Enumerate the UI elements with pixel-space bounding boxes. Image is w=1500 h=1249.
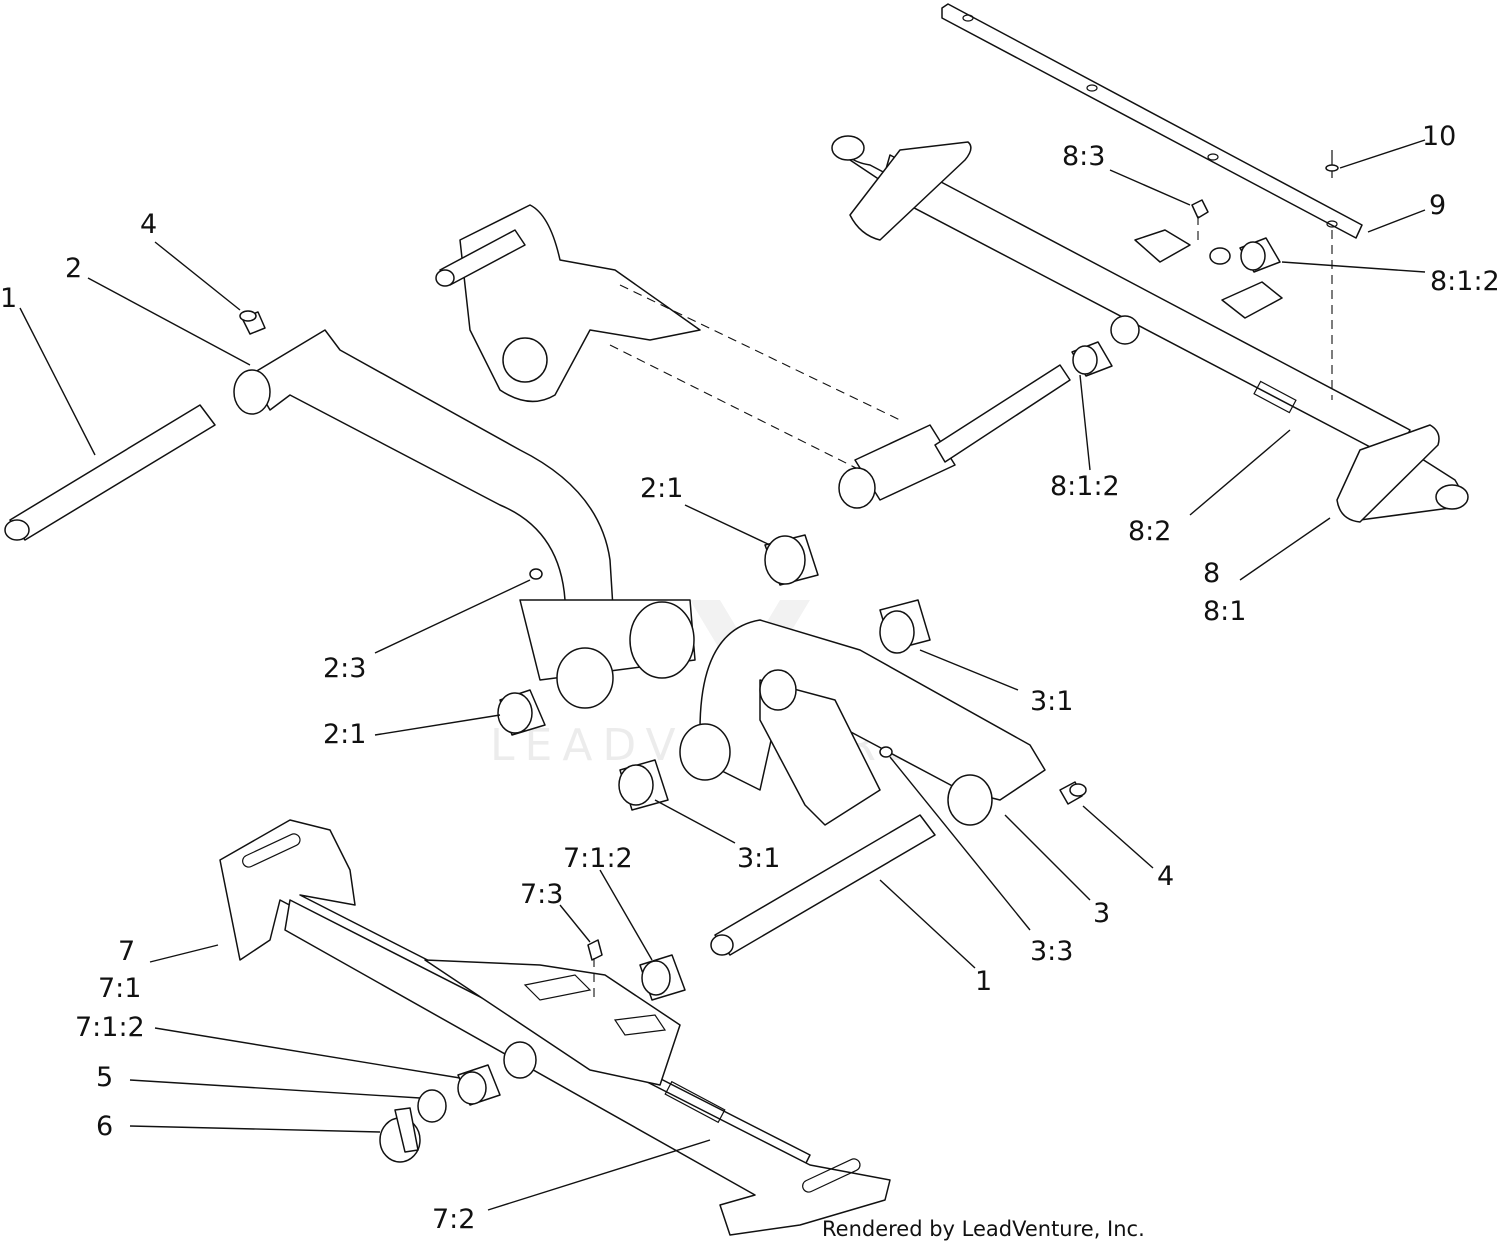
callout-7-2: 7:2 <box>432 1204 475 1235</box>
callout-2-top: 2 <box>65 253 82 284</box>
part-4-bolt-lower <box>1059 781 1087 805</box>
part-4-bolt-upper <box>239 310 266 335</box>
callout-labels: 10 9 8:3 8:1:2 8:1:2 8:2 8 8:1 4 2 1 2:1… <box>0 121 1500 1235</box>
part-7-3-fitting <box>587 939 603 1000</box>
callout-10: 10 <box>1422 121 1456 152</box>
part-2-3-fitting <box>529 568 543 580</box>
callout-3-1-top: 3:1 <box>1030 686 1073 717</box>
part-7-1-2-bushings <box>457 954 686 1106</box>
part-8-axle-tube <box>831 135 1469 523</box>
callout-5: 5 <box>96 1062 113 1093</box>
callout-1-bottom: 1 <box>975 966 992 997</box>
callout-7: 7 <box>118 936 135 967</box>
part-1-pin-lower <box>710 814 936 956</box>
callout-8-1: 8:1 <box>1203 596 1246 627</box>
callout-2-3: 2:3 <box>323 653 366 684</box>
part-1-pin-upper <box>4 404 216 541</box>
callout-8-1-2-mid: 8:1:2 <box>1050 471 1120 502</box>
part-8-1-2-bushings <box>1071 237 1281 377</box>
callout-7-1: 7:1 <box>98 973 141 1004</box>
part-8-3-fitting <box>1191 199 1209 245</box>
callout-7-1-2-top: 7:1:2 <box>563 843 633 874</box>
callout-8-3: 8:3 <box>1062 141 1105 172</box>
callout-2-1-top: 2:1 <box>640 473 683 504</box>
part-2-1-bushings <box>497 534 819 736</box>
upper-rear-arm <box>435 204 1071 509</box>
credit-text: Rendered by LeadVenture, Inc. <box>822 1217 1145 1241</box>
part-7-axle-tube <box>219 819 891 1236</box>
leader-lines <box>19 139 1426 1211</box>
callout-4-top: 4 <box>140 209 157 240</box>
callout-7-1-2-left: 7:1:2 <box>75 1012 145 1043</box>
part-6-lynch-pin <box>379 1107 421 1163</box>
callout-8: 8 <box>1203 558 1220 589</box>
callout-9: 9 <box>1429 190 1446 221</box>
part-9-bar <box>941 3 1363 239</box>
part-10-pin <box>1325 150 1339 400</box>
part-3-arm <box>679 619 1046 826</box>
callout-3: 3 <box>1093 898 1110 929</box>
callout-8-2: 8:2 <box>1128 516 1171 547</box>
callout-1-top: 1 <box>0 283 17 314</box>
callout-8-1-2-top: 8:1:2 <box>1430 266 1500 297</box>
part-3-1-bushings <box>618 599 931 811</box>
callout-3-3: 3:3 <box>1030 936 1073 967</box>
callout-4-right: 4 <box>1157 861 1174 892</box>
part-3-3-fitting <box>879 746 893 758</box>
callout-7-3: 7:3 <box>520 879 563 910</box>
callout-2-1-bottom: 2:1 <box>323 719 366 750</box>
callout-3-1-bottom: 3:1 <box>737 843 780 874</box>
callout-6: 6 <box>96 1111 113 1142</box>
part-2-arm <box>233 329 696 709</box>
part-5-washer <box>417 1089 447 1123</box>
